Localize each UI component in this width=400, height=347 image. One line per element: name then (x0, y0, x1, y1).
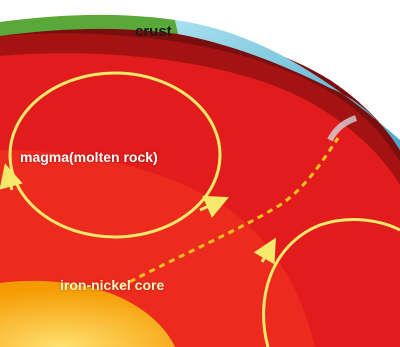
iron-nickel-core-label: iron-nickel core (60, 278, 164, 292)
magma-label: magma(molten rock) (20, 150, 158, 164)
crust-label: crust (135, 24, 172, 39)
